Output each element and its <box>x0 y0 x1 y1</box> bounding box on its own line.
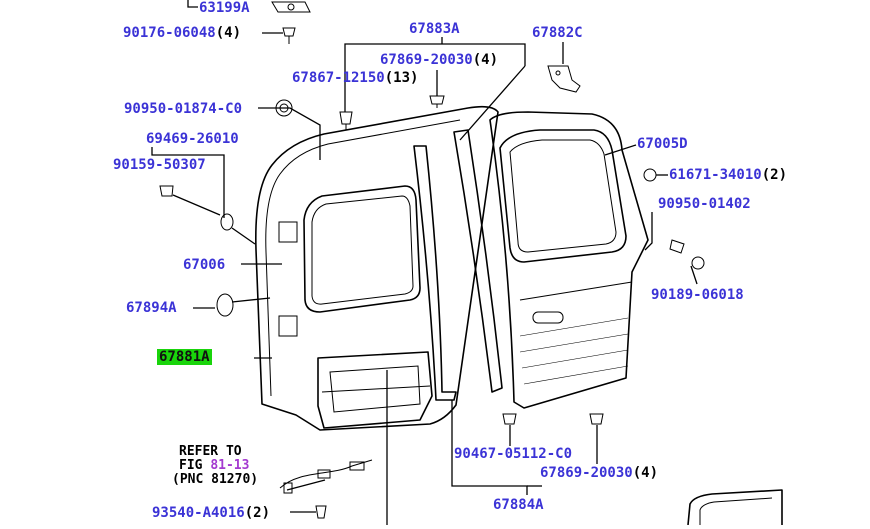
left-door-panel <box>255 105 499 431</box>
callout-67869-20030-bottom[interactable]: 67869-20030(4) <box>540 465 658 481</box>
callout-90467-05112-c0[interactable]: 90467-05112-C0 <box>454 446 573 462</box>
callout-67883a[interactable]: 67883A <box>409 21 460 37</box>
callout-90950-01402[interactable]: 90950-01402 <box>658 196 751 212</box>
callout-90189-06018[interactable]: 90189-06018 <box>651 287 744 303</box>
callout-90950-01874-c0[interactable]: 90950-01874-C0 <box>124 101 243 117</box>
callout-67867-12150[interactable]: 67867-12150(13) <box>292 70 418 86</box>
callout-69469-26010[interactable]: 69469-26010 <box>146 131 239 147</box>
fig-prefix: FIG <box>179 458 211 473</box>
refer-fig-line: FIG 81-13 <box>179 459 249 473</box>
part-number: 90176-06048 <box>123 25 216 41</box>
callout-93540-a4016[interactable]: 93540-A4016(2) <box>152 505 270 521</box>
quantity: (4) <box>472 52 499 68</box>
refer-to-line: REFER TO <box>179 444 242 459</box>
quantity: (13) <box>384 70 419 86</box>
callout-67005d[interactable]: 67005D <box>637 136 688 152</box>
part-number: 93540-A4016 <box>152 505 245 521</box>
part-number: 67867-12150 <box>292 70 385 86</box>
rear-panel-piece <box>687 489 783 526</box>
highlighted-part: 67881A <box>157 349 212 365</box>
callout-67882c[interactable]: 67882C <box>532 25 583 41</box>
quantity: (4) <box>632 465 659 481</box>
quantity: (2) <box>761 167 788 183</box>
quantity: (4) <box>215 25 242 41</box>
callout-67881a[interactable]: 67881A <box>157 349 212 365</box>
callout-63199a[interactable]: 63199A <box>199 0 250 16</box>
figure-link[interactable]: 81-13 <box>210 458 250 473</box>
callout-90176-06048[interactable]: 90176-06048(4) <box>123 25 241 41</box>
callout-67006[interactable]: 67006 <box>183 257 226 273</box>
part-number: 67869-20030 <box>380 52 473 68</box>
callout-90159-50307[interactable]: 90159-50307 <box>113 157 206 173</box>
fasteners <box>159 1 705 519</box>
callout-67894a[interactable]: 67894A <box>126 300 177 316</box>
leader-lines <box>151 0 698 525</box>
part-number: 67869-20030 <box>540 465 633 481</box>
refer-pnc-line: (PNC 81270) <box>172 472 259 487</box>
callout-67884a[interactable]: 67884A <box>493 497 544 513</box>
quantity: (2) <box>244 505 271 521</box>
callout-67869-20030-top[interactable]: 67869-20030(4) <box>380 52 498 68</box>
right-door-panel <box>489 111 649 409</box>
weatherstrips <box>413 129 503 401</box>
part-number: 61671-34010 <box>669 167 762 183</box>
callout-61671-34010[interactable]: 61671-34010(2) <box>669 167 787 183</box>
